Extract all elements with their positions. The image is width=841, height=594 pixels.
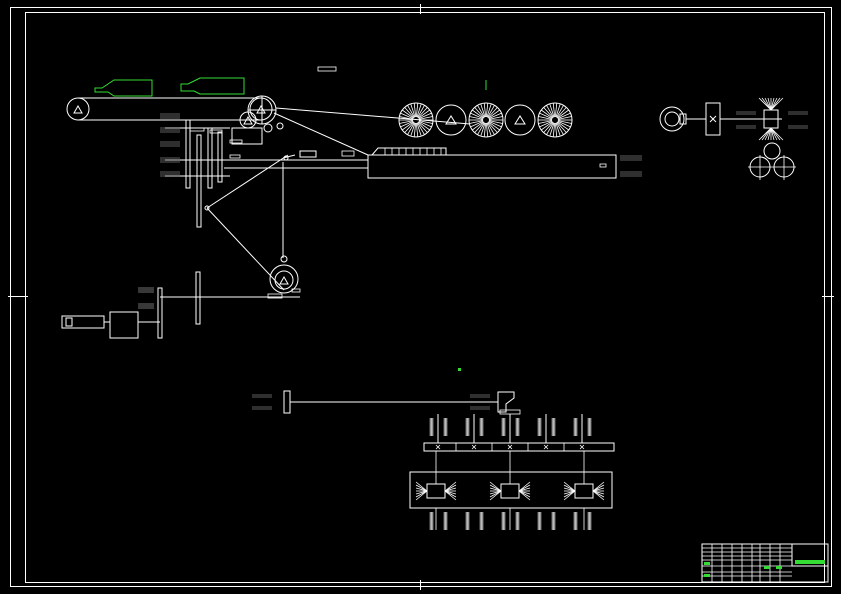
brush-bristle [761,97,772,111]
center-mark-icon [8,4,834,590]
bearing-hatch [551,512,556,530]
inner-frame [25,12,825,583]
gear-mark [471,444,477,450]
title-green-cell [764,566,770,569]
brush-bristle [761,127,772,141]
brush-bristle [764,127,772,141]
motor-drive [61,271,201,339]
gear-train-brush-heads [409,414,615,530]
bevel-gear-shaft [252,368,521,415]
brush-wheel [504,104,536,136]
brush-wheel-icon [398,80,573,138]
bearing-hatch [501,418,506,436]
bottle-icon [94,77,245,97]
bearing-hatch [429,418,434,436]
brush-wheel [435,104,467,136]
bearing-hatch [479,418,484,436]
brush-wheel [398,102,434,138]
brush-head [489,451,531,530]
bearing-hatch [587,512,592,530]
gear-mark [507,444,513,450]
brush-bristle [770,97,784,111]
brush-bristle [767,97,772,111]
title-block [701,543,829,583]
brush-head [415,451,457,530]
bearing-hatch [573,512,578,530]
gear-mark [543,444,549,450]
slide-table [224,147,642,179]
brush-bristle [764,97,772,111]
bearing-hatch [515,512,520,530]
green-marker [458,368,461,371]
star-wheel-mechanism [231,95,284,145]
bearing-hatch [429,512,434,530]
brush-head [563,451,605,530]
bearing-hatch [537,512,542,530]
right-brush-station [659,97,808,180]
bearing-hatch [479,512,484,530]
bearing-hatch [551,418,556,436]
bearing-hatch [537,418,542,436]
bearing-hatch [465,418,470,436]
cam-mechanism [160,255,301,299]
brush-wheel [537,102,573,138]
bearing-hatch [587,418,592,436]
brush-bristle [767,127,772,141]
bearing-hatch [573,418,578,436]
title-green-cell [704,562,710,565]
bearing-hatch [515,418,520,436]
brush-bristle [770,97,775,111]
left-shaft-assembly [160,113,243,228]
brush-wheel [468,102,504,138]
bearing-hatch [501,512,506,530]
title-green-cell [704,574,710,577]
top-label-box [317,66,337,72]
bearing-hatch [465,512,470,530]
brush-bristle [770,127,775,141]
gear-mark [435,444,441,450]
brush-bristle [770,127,784,141]
bearing-hatch [443,418,448,436]
linkage-rods [204,107,471,291]
gear-mark [579,444,585,450]
bearing-hatch [443,512,448,530]
title-name-field [795,560,825,564]
title-green-cell [776,566,782,569]
outer-frame [10,7,832,587]
